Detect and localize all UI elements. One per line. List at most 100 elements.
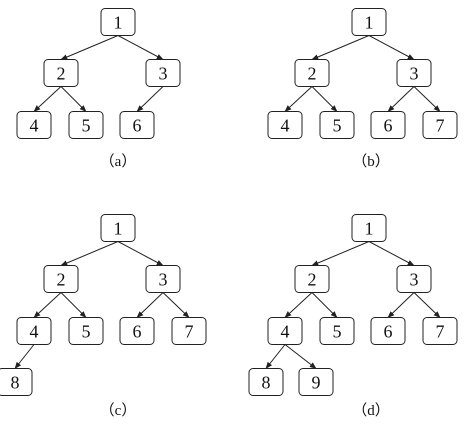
tree-c-caption: （c）: [100, 402, 137, 419]
tree-b-caption: （b）: [352, 153, 390, 170]
node-box: [294, 265, 330, 293]
tree-c-node-5: 5: [68, 317, 104, 345]
tree-a-edge-2-4: [33, 86, 62, 112]
tree-a-node-4: 4: [16, 111, 52, 139]
tree-c-node-8: 8: [0, 368, 33, 396]
tree-d-edge-4-9: [284, 344, 317, 369]
tree-d-edge-2-4: [284, 292, 313, 318]
tree-b-node-1: 1: [351, 8, 387, 36]
node-box: [100, 8, 136, 36]
node-box: [267, 317, 303, 345]
tree-d-node-7: 7: [422, 317, 458, 345]
node-box: [16, 111, 52, 139]
tree-d-node-9: 9: [298, 368, 334, 396]
tree-d-edge-3-7: [413, 292, 441, 318]
node-label: 1: [365, 13, 374, 33]
node-label: 3: [159, 64, 168, 84]
node-box: [0, 368, 33, 396]
tree-d-node-2: 2: [294, 265, 330, 293]
node-box: [422, 317, 458, 345]
tree-b: 1 2 3 4 5 6 7 （b）: [267, 8, 458, 170]
node-label: 2: [308, 270, 317, 290]
tree-b-edge-2-5: [311, 86, 338, 112]
node-box: [119, 317, 155, 345]
tree-c-edge-2-5: [60, 292, 87, 318]
node-box: [100, 214, 136, 242]
node-label: 2: [308, 64, 317, 84]
node-label: 2: [57, 64, 66, 84]
node-label: 4: [30, 116, 39, 136]
tree-b-node-7: 7: [422, 111, 458, 139]
tree-c-node-4: 4: [16, 317, 52, 345]
node-label: 4: [281, 322, 290, 342]
node-box: [43, 265, 79, 293]
tree-b-node-4: 4: [267, 111, 303, 139]
tree-c-node-6: 6: [119, 317, 155, 345]
tree-c: 1 2 3 4 5 6 7 8 （c）: [0, 214, 207, 419]
tree-d-node-6: 6: [370, 317, 406, 345]
node-label: 3: [159, 270, 168, 290]
tree-a-node-2: 2: [43, 59, 79, 87]
node-box: [267, 111, 303, 139]
node-box: [68, 317, 104, 345]
node-label: 6: [133, 322, 142, 342]
tree-b-node-6: 6: [370, 111, 406, 139]
tree-b-edge-3-6: [387, 86, 415, 112]
node-label: 7: [436, 322, 445, 342]
node-label: 4: [30, 322, 39, 342]
tree-d-edge-3-6: [387, 292, 415, 318]
tree-a-node-3: 3: [145, 59, 181, 87]
tree-c-node-7: 7: [171, 317, 207, 345]
tree-a-edge-1-3: [117, 35, 164, 60]
node-label: 3: [410, 270, 419, 290]
tree-c-edge-3-7: [162, 292, 190, 318]
node-label: 5: [333, 116, 342, 136]
node-box: [145, 59, 181, 87]
node-label: 5: [82, 116, 91, 136]
tree-c-edge-2-4: [33, 292, 62, 318]
tree-a-edge-1-2: [60, 35, 119, 60]
tree-b-edge-1-3: [368, 35, 415, 60]
tree-a-caption: （a）: [100, 153, 137, 170]
node-label: 6: [384, 116, 393, 136]
node-label: 3: [410, 64, 419, 84]
node-label: 5: [82, 322, 91, 342]
tree-c-edge-3-6: [136, 292, 164, 318]
tree-d-node-5: 5: [319, 317, 355, 345]
node-box: [145, 265, 181, 293]
tree-d-caption: （d）: [352, 402, 390, 419]
node-box: [319, 111, 355, 139]
node-label: 6: [384, 322, 393, 342]
tree-b-edge-2-4: [284, 86, 313, 112]
tree-c-edge-4-8: [14, 344, 35, 370]
node-box: [370, 111, 406, 139]
tree-b-node-3: 3: [396, 59, 432, 87]
node-box: [68, 111, 104, 139]
tree-a-node-5: 5: [68, 111, 104, 139]
tree-c-node-2: 2: [43, 265, 79, 293]
node-box: [43, 59, 79, 87]
node-box: [422, 111, 458, 139]
node-label: 2: [57, 270, 66, 290]
node-box: [396, 59, 432, 87]
node-box: [396, 265, 432, 293]
node-label: 1: [114, 219, 123, 239]
tree-a-node-1: 1: [100, 8, 136, 36]
node-label: 9: [312, 373, 321, 393]
node-box: [16, 317, 52, 345]
node-label: 5: [333, 322, 342, 342]
tree-b-edge-3-7: [413, 86, 441, 112]
node-label: 8: [262, 373, 271, 393]
tree-d-edge-2-5: [311, 292, 338, 318]
tree-c-edge-1-2: [60, 241, 119, 266]
node-box: [298, 368, 334, 396]
tree-d-edge-1-2: [311, 241, 370, 266]
tree-c-node-3: 3: [145, 265, 181, 293]
node-box: [294, 59, 330, 87]
node-label: 1: [365, 219, 374, 239]
node-box: [351, 214, 387, 242]
tree-b-node-5: 5: [319, 111, 355, 139]
tree-c-node-1: 1: [100, 214, 136, 242]
